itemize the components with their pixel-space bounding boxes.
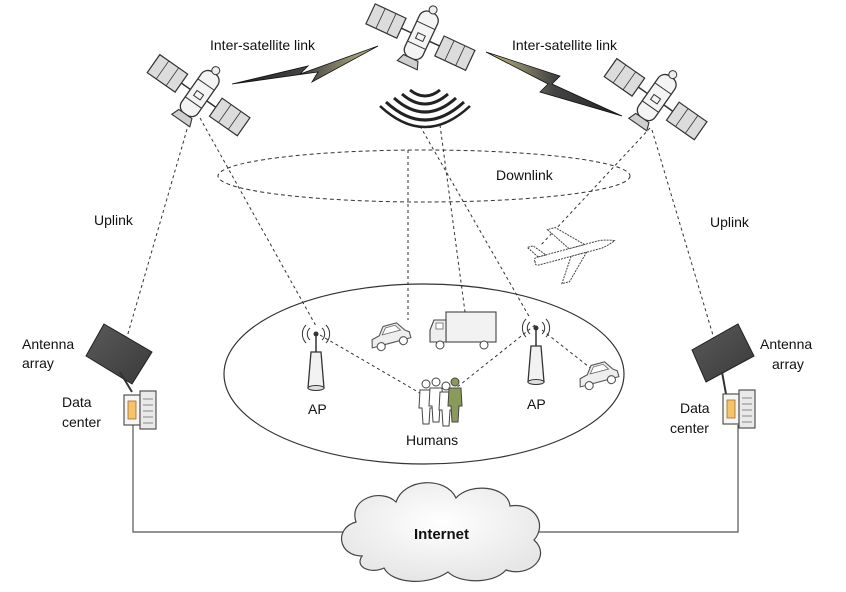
car-icon — [575, 358, 621, 393]
data-center-icon — [123, 390, 157, 430]
inter-satellite-link-label-right: Inter-satellite link — [512, 37, 618, 53]
antenna-array-label-right-line2: array — [772, 356, 804, 372]
inter-satellite-link-label-left: Inter-satellite link — [210, 37, 316, 53]
inter-satellite-link-right — [485, 51, 623, 117]
antenna-array-label-right-line1: Antenna — [760, 336, 813, 352]
antenna-array-icon — [85, 323, 153, 393]
signal-waves-icon — [379, 88, 471, 129]
antenna-array-label-left-line1: Antenna — [22, 336, 75, 352]
uplink-label-right: Uplink — [710, 214, 749, 230]
uplink-label-left: Uplink — [94, 212, 133, 228]
car-icon — [367, 319, 413, 354]
satellite-icon — [356, 0, 486, 90]
internet-link-left — [132, 425, 350, 533]
downlink-ring — [217, 149, 631, 203]
ap-label-right: AP — [527, 396, 546, 412]
access-point-icon — [301, 324, 331, 392]
data-center-label-left-line1: Data — [62, 394, 92, 410]
airplane-icon — [526, 227, 616, 285]
satellite-icon — [591, 39, 721, 157]
access-point-icon — [521, 318, 551, 386]
link-lines — [124, 111, 716, 397]
antenna-array-icon — [691, 323, 755, 395]
inter-satellite-link-left — [231, 45, 379, 85]
ap-label-left: AP — [308, 401, 327, 417]
internet-label: Internet — [414, 526, 470, 543]
coverage-area — [223, 283, 625, 465]
data-center-icon — [722, 389, 756, 429]
cloud-icon — [340, 482, 542, 582]
humans-label: Humans — [406, 432, 459, 448]
data-center-label-right-line2: center — [670, 420, 709, 436]
antenna-array-label-left-line2: array — [22, 355, 54, 371]
data-center-label-right-line1: Data — [680, 400, 710, 416]
data-center-label-left-line2: center — [62, 414, 101, 430]
internet-link-right — [538, 425, 739, 533]
truck-icon — [429, 311, 497, 350]
downlink-label: Downlink — [496, 167, 553, 183]
humans-icon — [418, 377, 463, 427]
